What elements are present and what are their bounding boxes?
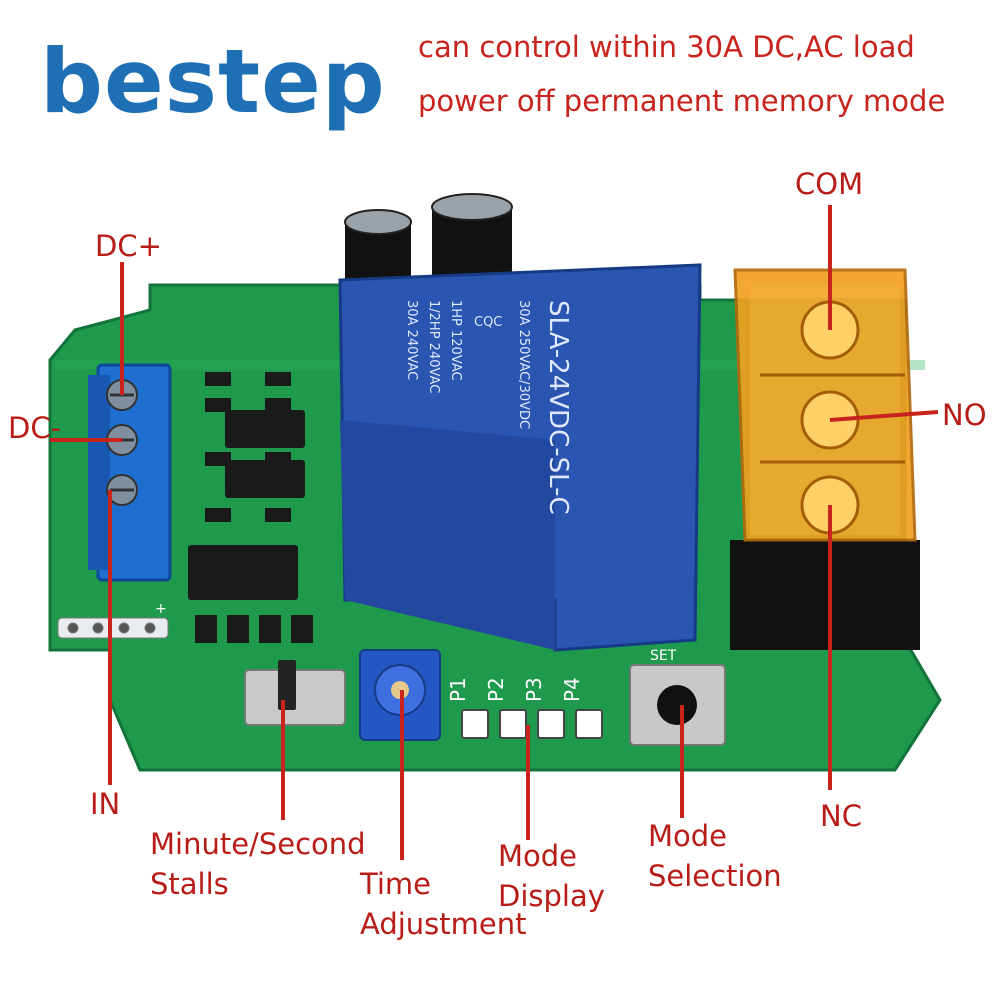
label-mode-selection-1: Mode [648, 819, 728, 853]
output-terminal-block [730, 268, 920, 650]
input-terminal-block [88, 363, 172, 582]
set-marking: SET [650, 648, 677, 664]
smd-components [188, 372, 313, 643]
label-mode-display-1: Mode [498, 839, 578, 873]
led-label-marks: P1 P2 P3 P4 [446, 677, 584, 702]
label-time-adj-1: Time [360, 867, 431, 901]
minute-second-switch [244, 660, 346, 726]
capacitors [344, 193, 513, 282]
label-dc-minus: DC- [8, 411, 62, 445]
label-time-adj-2: Adjustment [360, 907, 527, 941]
label-nc: NC [820, 799, 862, 833]
label-in: IN [90, 787, 121, 821]
brand-logo: bestep [40, 30, 386, 133]
led-label-p4: P4 [560, 677, 584, 702]
relay-rating-1: 30A 250VAC/30VDC [516, 300, 531, 429]
label-no: NO [942, 398, 987, 432]
mode-leds [461, 709, 603, 739]
header-pads [57, 617, 169, 639]
relay: SLA-24VDC-SL-C 30A 250VAC/30VDC 1HP 120V… [338, 263, 702, 652]
tagline-memory: power off permanent memory mode [418, 84, 946, 118]
relay-rating-3: 1/2HP 240VAC [426, 300, 441, 393]
label-mode-selection-2: Selection [648, 859, 782, 893]
relay-model-text: SLA-24VDC-SL-C [543, 300, 573, 515]
plus-marking: + [155, 601, 167, 617]
label-mode-display-2: Display [498, 879, 605, 913]
relay-rating-2: 1HP 120VAC [448, 300, 463, 381]
label-dc-plus: DC+ [95, 229, 162, 263]
led-label-p2: P2 [484, 677, 508, 702]
tagline-load: can control within 30A DC,AC load [418, 30, 915, 64]
relay-cert: CQC [474, 315, 502, 330]
label-minute-second-2: Stalls [150, 867, 229, 901]
led-label-p1: P1 [446, 677, 470, 702]
annotation-lines [50, 205, 939, 860]
led-label-p3: P3 [522, 677, 546, 702]
mode-set-button: SET [629, 648, 726, 746]
label-com: COM [795, 167, 864, 201]
label-minute-second-1: Minute/Second [150, 827, 366, 861]
relay-rating-4: 30A 240VAC [404, 300, 419, 380]
